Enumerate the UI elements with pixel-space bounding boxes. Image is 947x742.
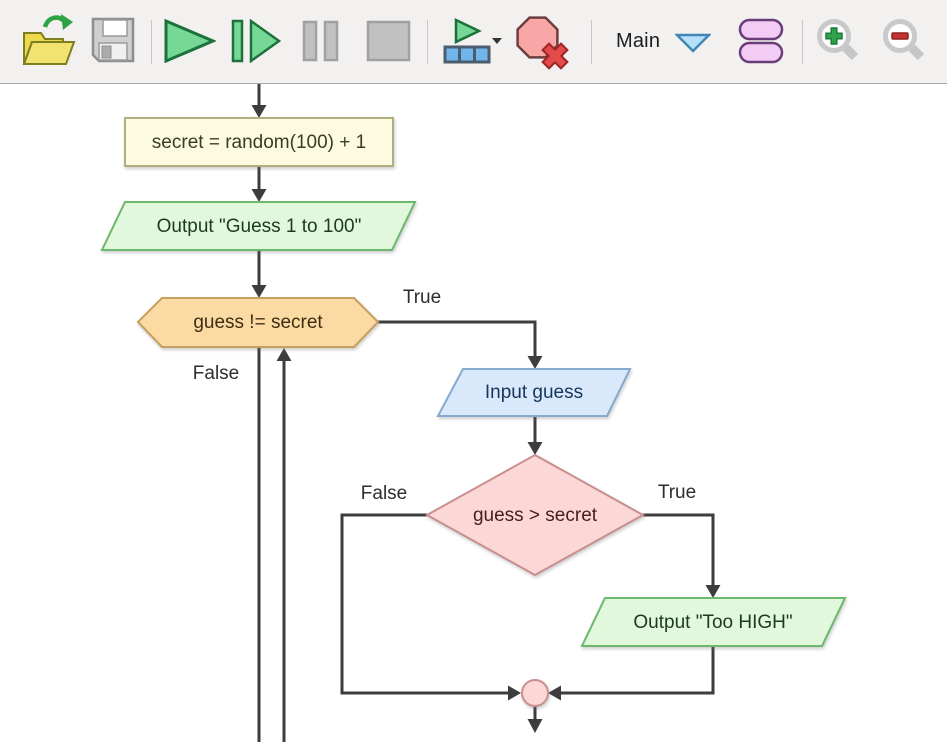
output-node-too-high-label: Output "Too HIGH": [633, 612, 792, 633]
save-button[interactable]: [88, 16, 138, 64]
clear-breakpoints-button[interactable]: [513, 13, 571, 71]
output-node-guess-range[interactable]: [100, 201, 417, 251]
connector-output2-junction: [550, 646, 715, 695]
if-true-label: True: [658, 482, 696, 503]
arrowhead: [251, 285, 267, 298]
dropdown-caret-icon: [492, 38, 502, 44]
arrowhead: [527, 356, 543, 369]
arrowhead: [508, 685, 521, 701]
zoom-out-button[interactable]: [881, 17, 927, 63]
input-node[interactable]: [436, 368, 632, 417]
run-icon: [164, 19, 216, 63]
pause-button[interactable]: [302, 20, 342, 62]
if-node-label: guess > secret: [473, 505, 598, 526]
run-to-button[interactable]: [441, 17, 493, 65]
while-node-label: guess != secret: [193, 312, 323, 333]
toolbar-separator: [151, 20, 152, 64]
junction-node: [521, 679, 549, 707]
connector-if-false: [340, 513, 508, 695]
save-icon: [91, 17, 135, 63]
toolbar: Main: [0, 0, 947, 84]
pause-icon: [302, 20, 339, 62]
flowchart-canvas: secret = random(100) + 1 Output "Guess 1…: [100, 84, 847, 742]
arrowhead: [251, 105, 267, 118]
arrowhead: [527, 719, 543, 733]
arrowhead: [527, 442, 543, 455]
toolbar-separator: [427, 20, 428, 64]
step-icon: [231, 19, 281, 63]
while-true-label: True: [403, 287, 441, 308]
while-false-label: False: [193, 363, 239, 384]
open-button[interactable]: [18, 12, 76, 68]
connector-while-true: [378, 320, 537, 357]
arrowhead: [548, 685, 561, 701]
toolbar-separator: [591, 20, 592, 64]
while-node[interactable]: [136, 297, 380, 348]
step-button[interactable]: [231, 19, 281, 63]
main-function-label: Main: [616, 30, 661, 52]
output-node-guess-range-label: Output "Guess 1 to 100": [157, 216, 362, 237]
zoom-in-icon: [817, 19, 859, 61]
main-dropdown-button[interactable]: [675, 33, 711, 53]
output-node-too-high[interactable]: [580, 597, 847, 647]
run-to-icon: [443, 18, 491, 64]
arrowhead: [705, 585, 721, 598]
stop-icon: [366, 20, 411, 62]
functions-button[interactable]: [738, 18, 784, 64]
zoom-in-button[interactable]: [815, 17, 861, 63]
assign-node[interactable]: [124, 117, 394, 167]
input-node-label: Input guess: [485, 382, 583, 403]
stop-button[interactable]: [366, 20, 412, 62]
clear-breakpoints-icon: [516, 16, 569, 70]
if-node[interactable]: [424, 453, 646, 577]
run-button[interactable]: [164, 19, 216, 63]
toolbar-separator: [802, 20, 803, 64]
arrowhead: [276, 348, 292, 361]
chevron-down-icon: [675, 33, 711, 53]
assign-node-label: secret = random(100) + 1: [152, 132, 366, 153]
zoom-out-icon: [883, 19, 925, 61]
functions-icon: [738, 18, 784, 64]
if-false-label: False: [361, 483, 407, 504]
arrowhead: [251, 189, 267, 202]
connector-if-true: [643, 513, 715, 586]
run-to-dropdown-button[interactable]: [491, 37, 503, 45]
open-folder-icon: [22, 14, 76, 65]
